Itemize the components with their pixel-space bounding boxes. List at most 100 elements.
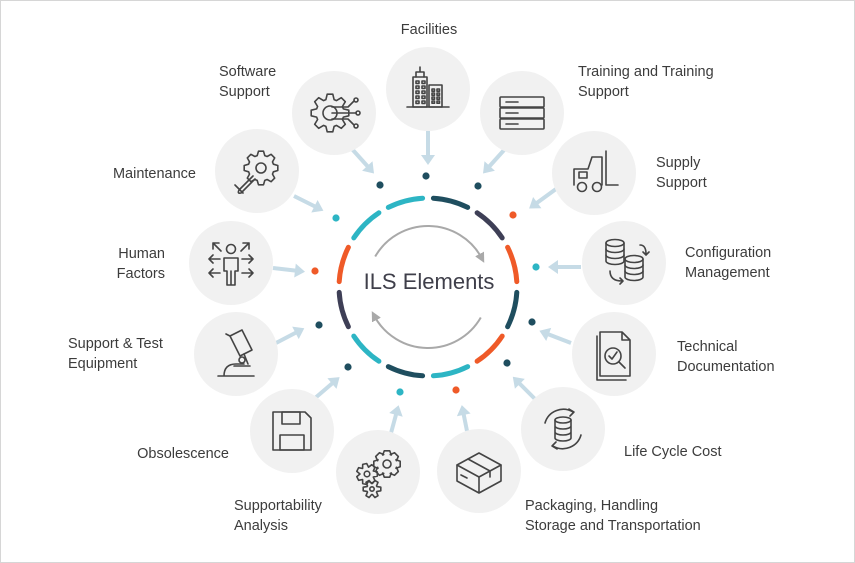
label-facilities: Facilities — [400, 22, 458, 38]
node-circle — [250, 389, 334, 473]
connector-line-technical-documentation — [544, 331, 572, 345]
ring-segment — [351, 210, 382, 241]
cycle-arrow — [371, 311, 482, 349]
node-circle — [552, 131, 636, 215]
ring-segment — [474, 333, 505, 364]
label-packaging: Packaging, Handling Storage and Transpor… — [525, 498, 701, 534]
label-life-cycle-cost: Life Cycle Cost — [624, 444, 722, 460]
building-icon — [406, 66, 450, 108]
node-support-test — [194, 312, 278, 396]
connector-arrowhead-training — [483, 161, 495, 174]
wrench-gear-icon — [234, 150, 279, 194]
connector-arrowhead-facilities — [421, 155, 435, 165]
ring-segment — [385, 364, 426, 379]
connector-dot-supportability — [396, 388, 404, 396]
connector-arrowhead-supportability — [389, 405, 403, 417]
connector-arrowhead-configuration — [548, 260, 558, 274]
connector-dot-human-factors — [311, 267, 319, 275]
label-support-test: Support & Test Equipment — [68, 336, 163, 372]
node-supportability — [336, 430, 420, 514]
label-supportability: Supportability Analysis — [234, 498, 322, 534]
label-configuration: Configuration Management — [685, 245, 772, 281]
connector-line-obsolescence — [312, 379, 337, 401]
connector-arrowhead-life-cycle-cost — [512, 376, 525, 389]
node-circle — [582, 221, 666, 305]
node-circle — [437, 429, 521, 513]
label-obsolescence: Obsolescence — [137, 446, 229, 462]
node-software — [292, 71, 376, 155]
floppy-disk-icon — [272, 411, 312, 451]
connector-line-supply — [532, 187, 558, 207]
node-technical-documentation — [572, 312, 656, 396]
server-rack-icon — [499, 96, 545, 130]
ring-segment — [430, 195, 471, 210]
node-circle — [480, 71, 564, 155]
box-icon — [456, 452, 502, 494]
label-supply: Supply Support — [656, 155, 707, 191]
connector-line-software — [350, 147, 372, 171]
node-obsolescence — [250, 389, 334, 473]
connector-dot-technical-documentation — [528, 318, 536, 326]
center-title: ILS Elements — [363, 269, 495, 294]
node-life-cycle-cost — [521, 387, 605, 471]
cycle-arrow — [374, 225, 485, 263]
node-circle — [572, 312, 656, 396]
node-training — [480, 71, 564, 155]
label-software: Software Support — [219, 64, 277, 100]
node-supply — [552, 131, 636, 215]
connector-arrowhead-supply — [529, 197, 542, 209]
connector-dot-supply — [509, 211, 517, 219]
person-arrows-icon — [208, 242, 254, 286]
connector-line-training — [485, 147, 507, 171]
ring-segment — [474, 210, 505, 241]
connector-arrowhead-obsolescence — [327, 377, 340, 389]
node-circle — [386, 47, 470, 131]
label-maintenance: Maintenance — [112, 166, 196, 182]
ring-segment — [505, 244, 520, 285]
segment-ring — [336, 195, 520, 379]
document-search-icon — [596, 331, 631, 381]
connector-dot-software — [376, 181, 384, 189]
forklift-icon — [573, 150, 619, 193]
connector-line-life-cycle-cost — [515, 379, 537, 401]
connector-arrowhead-packaging — [456, 405, 471, 417]
gears-icon — [356, 450, 401, 499]
node-configuration — [582, 221, 666, 305]
connector-dot-support-test — [315, 321, 323, 329]
connector-dot-obsolescence — [344, 363, 352, 371]
connector-dot-life-cycle-cost — [503, 359, 511, 367]
connector-line-human-factors — [272, 266, 300, 273]
gear-circuit-icon — [310, 93, 361, 133]
cycle-arrows — [371, 225, 485, 349]
node-packaging — [437, 429, 521, 513]
node-circle — [189, 221, 273, 305]
ring-segment — [430, 364, 471, 379]
ring-segment — [385, 195, 426, 210]
node-maintenance — [215, 129, 299, 213]
connector-line-maintenance — [293, 194, 319, 210]
connector-arrows — [272, 131, 581, 434]
connector-arrowhead-human-factors — [294, 263, 305, 278]
connector-dot-maintenance — [332, 214, 340, 222]
label-training: Training and Training Support — [578, 64, 714, 100]
connector-dots — [311, 172, 540, 396]
connector-dot-facilities — [422, 172, 430, 180]
connector-dot-packaging — [452, 386, 460, 394]
connector-line-support-test — [275, 329, 300, 345]
ring-segment — [505, 289, 520, 330]
label-technical-documentation: Technical Documentation — [677, 339, 775, 375]
ring-segment — [336, 244, 351, 285]
connector-dot-configuration — [532, 263, 540, 271]
ring-segment — [351, 333, 382, 364]
database-cycle-icon — [544, 408, 582, 450]
node-human-factors — [189, 221, 273, 305]
element-nodes — [189, 47, 666, 514]
label-human-factors: Human Factors — [116, 246, 165, 282]
connector-arrowhead-maintenance — [311, 200, 324, 213]
connector-arrowhead-software — [362, 161, 374, 174]
node-circle — [194, 312, 278, 396]
ring-segment — [336, 289, 351, 330]
node-facilities — [386, 47, 470, 131]
